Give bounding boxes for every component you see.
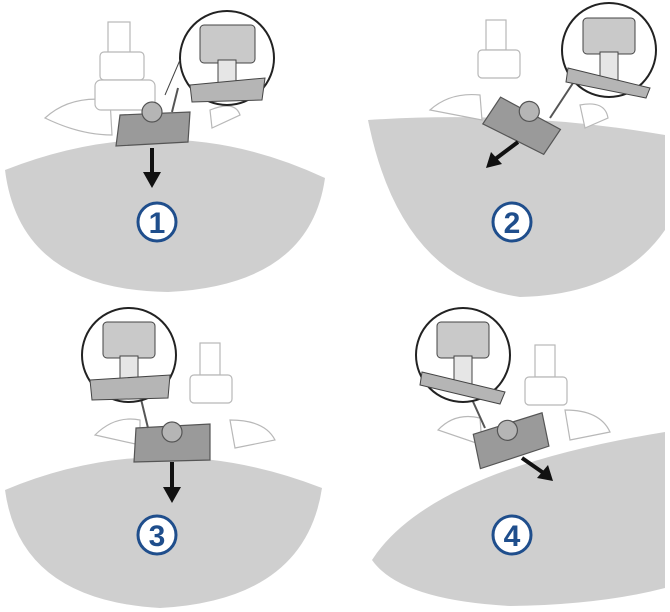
step-number-4: 4	[493, 516, 531, 554]
step-label-1: 1	[149, 207, 166, 240]
mount-detail-icon	[180, 11, 274, 105]
transducer-icon	[134, 395, 210, 462]
mount-detail-icon	[416, 308, 510, 404]
mount-detail-icon	[562, 3, 656, 98]
step-label-2: 2	[504, 207, 521, 240]
step-label-3: 3	[149, 520, 166, 553]
step-number-1: 1	[138, 203, 176, 241]
step-number-3: 3	[138, 516, 176, 554]
panel-2: 2	[368, 3, 665, 297]
step-number-2: 2	[493, 203, 531, 241]
mount-detail-icon	[82, 308, 176, 402]
panel-3: 3	[5, 308, 322, 608]
panel-1: 1	[5, 11, 325, 292]
panel-4: 4	[372, 308, 665, 606]
step-label-4: 4	[504, 520, 521, 553]
